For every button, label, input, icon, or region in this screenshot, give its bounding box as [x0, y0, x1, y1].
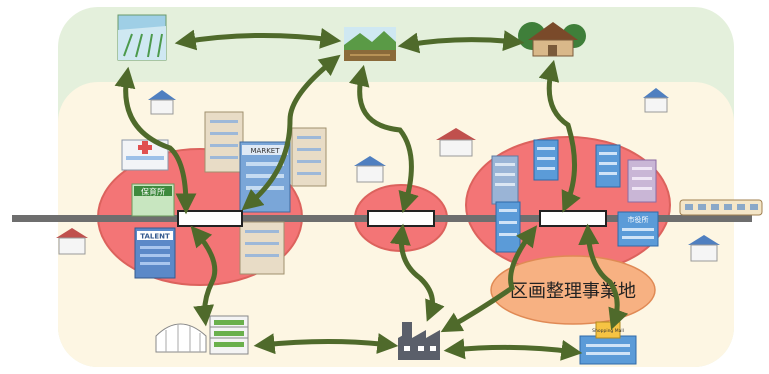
greenhouse-icon: [155, 323, 207, 353]
apartment-icon: [239, 221, 285, 275]
house-icon: [56, 228, 88, 255]
station-west: [177, 210, 243, 227]
nursery-building-icon: 保育所: [131, 183, 175, 217]
arrow-east-station-to-factory: [440, 225, 538, 333]
talent-sign: TALENT: [140, 233, 170, 241]
arrow-farm-to-farmhouse: [397, 30, 525, 54]
arrow-farmhouse-to-east-station: [538, 59, 581, 213]
arrow-farm-to-center-station: [348, 64, 419, 214]
arrow-rice-to-farm: [174, 27, 342, 51]
apartment-icon: [627, 159, 657, 203]
vertical-farm-icon: [209, 315, 249, 355]
rice-field-icon: [117, 14, 167, 61]
mall-sign: Shopping Mall: [592, 328, 624, 334]
city-hall-sign: 市役所: [628, 215, 649, 224]
arrow-farm-to-west-station: [241, 54, 341, 211]
connection-arrows: [114, 27, 629, 361]
arrow-rice-to-west-station: [114, 66, 197, 215]
house-icon: [436, 128, 476, 157]
farm-field-icon: [344, 27, 396, 61]
arrow-greenhouse-to-factory: [253, 333, 399, 355]
house-icon: [643, 88, 669, 113]
farm-house-icon: [518, 22, 586, 57]
arrow-factory-to-mall: [443, 338, 583, 361]
city-hall-icon: 市役所: [617, 211, 659, 247]
office-building-icon: [491, 155, 519, 205]
nursery-sign: 保育所: [141, 187, 165, 197]
arrow-center-station-to-factory: [389, 223, 445, 322]
office-building-icon: [204, 111, 244, 173]
office-building-icon: [495, 201, 521, 253]
market-sign: MARKET: [251, 147, 281, 155]
station-east: [539, 210, 607, 227]
factory-icon: [398, 322, 440, 360]
house-icon: [688, 235, 720, 262]
office-building-icon: [595, 144, 621, 188]
office-building-icon: [533, 139, 559, 181]
train-icon: [679, 199, 763, 216]
apartment-icon: [291, 127, 327, 187]
arrow-east-station-to-mall: [578, 223, 629, 330]
station-center: [367, 210, 435, 227]
talent-building-icon: TALENT: [134, 227, 176, 279]
arrow-west-station-to-greenhouse: [190, 225, 218, 327]
